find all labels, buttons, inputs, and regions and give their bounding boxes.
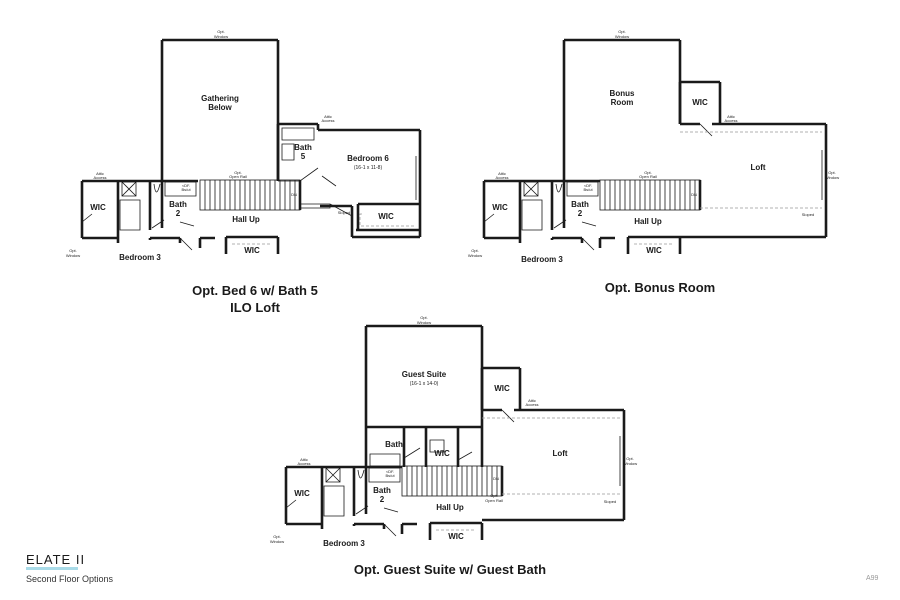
plan-bed6-bath5 xyxy=(80,38,422,254)
room-label-bath-number: 5 xyxy=(301,152,306,161)
caption-line: ILO Loft xyxy=(230,300,280,315)
room-dimension: (16-1 x 14-0) xyxy=(410,381,439,387)
cgf-note: Bs/ut xyxy=(583,187,593,192)
room-label-guest-bath: Bath xyxy=(385,440,403,449)
room-label-wic: WIC xyxy=(90,203,106,212)
sloped-note: Sloped xyxy=(802,212,814,217)
room-label-bath-number: 2 xyxy=(578,209,583,218)
window-note: Opt. xyxy=(420,315,428,320)
room-label-bedroom-3: Bedroom 3 xyxy=(521,255,563,264)
caption-line: Opt. Guest Suite w/ Guest Bath xyxy=(353,562,547,577)
room-label-wic: WIC xyxy=(434,449,450,458)
room-label-wic: WIC xyxy=(646,246,662,255)
attic-note: Access xyxy=(526,402,539,407)
attic-note: Attic xyxy=(300,457,308,462)
attic-note: Attic xyxy=(96,171,104,176)
dn-note: DN xyxy=(291,192,297,197)
room-label-hall: Hall Up xyxy=(436,503,464,512)
room-label-wic: WIC xyxy=(244,246,260,255)
sloped-note: Sloped xyxy=(604,499,616,504)
window-note: Window xyxy=(468,253,482,258)
room-label-wic: WIC xyxy=(492,203,508,212)
plan-bonus-room xyxy=(482,38,828,254)
room-label-bonus: Room xyxy=(611,98,634,107)
room-dimension: (16-1 x 11-8) xyxy=(354,165,383,171)
dn-note: DN xyxy=(493,476,499,481)
room-label-gathering: Below xyxy=(208,103,232,112)
cgf-note: <DF. xyxy=(584,183,592,188)
cgf-note: Bs/ut xyxy=(385,473,395,478)
room-label-gathering: Gathering xyxy=(201,94,239,103)
attic-note: Access xyxy=(725,118,738,123)
room-label-wic: WIC xyxy=(692,98,708,107)
rail-note: Opt. xyxy=(490,493,498,498)
room-label-bath-number: 2 xyxy=(380,495,385,504)
room-label-wic: WIC xyxy=(378,212,394,221)
room-label-bath: Bath xyxy=(169,200,187,209)
cgf-note: <DF. xyxy=(386,469,394,474)
rail-note: Open Rail xyxy=(639,174,657,179)
room-label-bath: Bath xyxy=(571,200,589,209)
plan-code: A99 xyxy=(866,575,879,582)
room-label-wic: WIC xyxy=(294,489,310,498)
room-label-hall: Hall Up xyxy=(232,215,260,224)
window-note: Window xyxy=(615,34,629,39)
window-note: Opt. xyxy=(618,29,626,34)
room-label-bedroom-3: Bedroom 3 xyxy=(119,253,161,262)
attic-note: Attic xyxy=(498,171,506,176)
attic-note: Access xyxy=(298,461,311,466)
rail-note: Open Rail xyxy=(229,174,247,179)
attic-note: Attic xyxy=(324,114,332,119)
plan-caption-guest: Opt. Guest Suite w/ Guest Bath xyxy=(320,561,580,578)
brand-name: ELATE II xyxy=(26,552,86,567)
rail-note: Open Rail xyxy=(485,498,503,503)
rail-note: Opt. xyxy=(644,170,652,175)
window-note: Opt. xyxy=(273,534,281,539)
room-label-wic: WIC xyxy=(448,532,464,541)
attic-note: Access xyxy=(322,118,335,123)
window-note: Opt. xyxy=(217,29,225,34)
caption-line: Opt. Bonus Room xyxy=(604,280,716,295)
room-label-bath: Bath xyxy=(294,143,312,152)
plan-caption-bed6: Opt. Bed 6 w/ Bath 5 ILO Loft xyxy=(150,282,360,316)
cgf-note: <DF. xyxy=(182,183,190,188)
room-label-bath-number: 2 xyxy=(176,209,181,218)
room-label-bedroom-3: Bedroom 3 xyxy=(323,539,365,548)
window-note: Opt. xyxy=(471,248,479,253)
window-note: Opt. xyxy=(69,248,77,253)
window-note: Window xyxy=(825,175,839,180)
room-label-loft: Loft xyxy=(750,163,765,172)
attic-note: Attic xyxy=(528,398,536,403)
dn-note: DN xyxy=(691,192,697,197)
cgf-note: Bs/ut xyxy=(181,187,191,192)
room-label-bath: Bath xyxy=(373,486,391,495)
attic-note: Access xyxy=(496,175,509,180)
attic-note: Attic xyxy=(727,114,735,119)
attic-note: Access xyxy=(94,175,107,180)
rail-note: Opt. xyxy=(234,170,242,175)
plan-caption-bonus: Opt. Bonus Room xyxy=(560,279,760,296)
room-label-wic: WIC xyxy=(494,384,510,393)
window-note: Window xyxy=(623,461,637,466)
window-note: Window xyxy=(417,320,431,325)
room-label-loft: Loft xyxy=(552,449,567,458)
window-note: Opt. xyxy=(828,170,836,175)
window-note: Opt. xyxy=(626,456,634,461)
window-note: Window xyxy=(66,253,80,258)
brand-accent-bar xyxy=(26,567,78,570)
plan-guest-suite xyxy=(284,324,626,540)
room-label-bedroom-6: Bedroom 6 xyxy=(347,154,389,163)
page-subtitle: Second Floor Options xyxy=(26,574,114,584)
sloped-note: Sloped xyxy=(338,210,350,215)
room-label-hall: Hall Up xyxy=(634,217,662,226)
window-note: Window xyxy=(214,34,228,39)
caption-line: Opt. Bed 6 w/ Bath 5 xyxy=(192,283,318,298)
room-label-bonus: Bonus xyxy=(610,89,635,98)
room-label-guest-suite: Guest Suite xyxy=(402,370,447,379)
window-note: Window xyxy=(270,539,284,544)
